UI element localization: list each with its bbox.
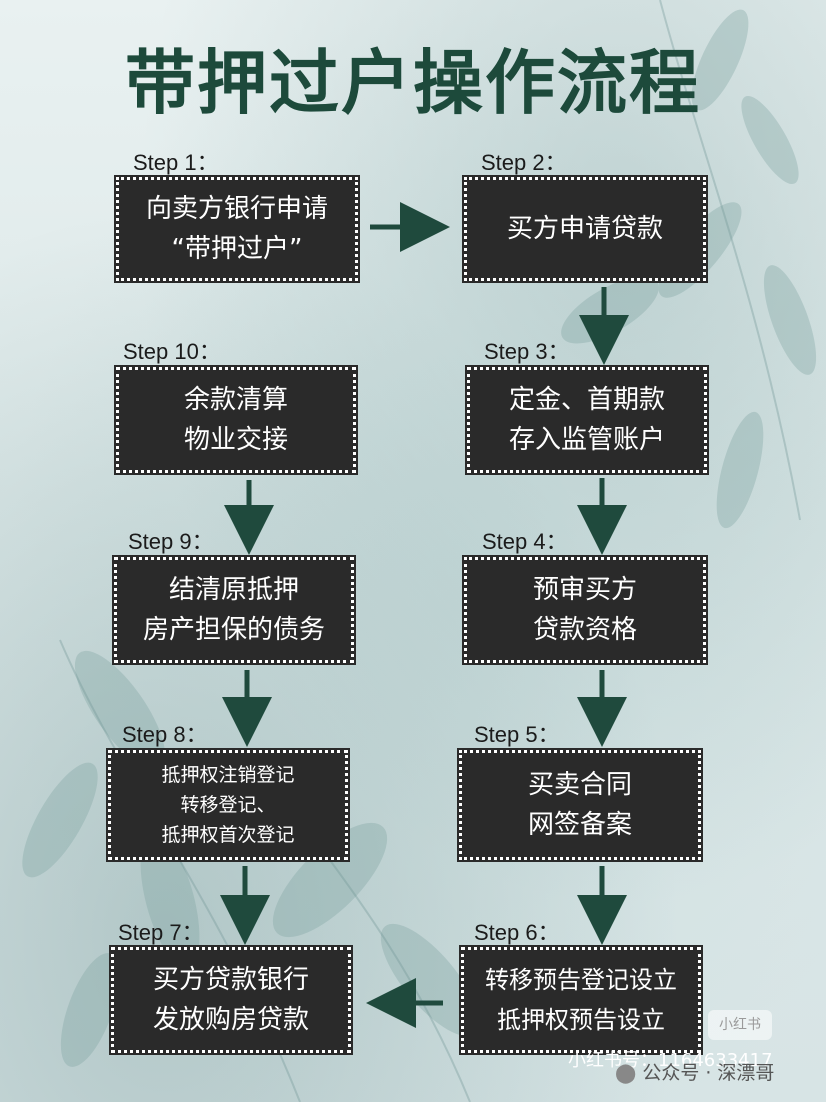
wechat-account-watermark: ⬤ 公众号 · 深漂哥	[615, 1058, 774, 1085]
xiaohongshu-badge: 小红书	[708, 1010, 772, 1040]
wechat-account-text: 公众号 · 深漂哥	[642, 1062, 774, 1084]
wechat-icon: ⬤	[615, 1062, 636, 1084]
